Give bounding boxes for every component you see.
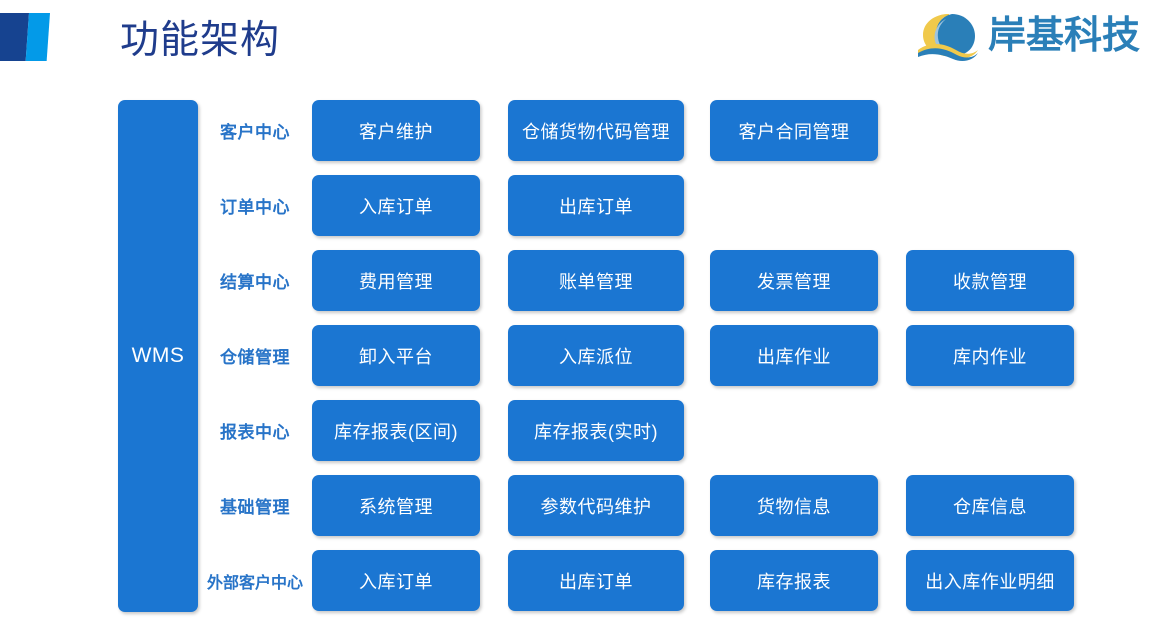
row-cells: 库存报表(区间) 库存报表(实时) — [312, 400, 1154, 461]
module-box[interactable]: 出库订单 — [508, 175, 684, 236]
row-label-customer-center: 客户中心 — [220, 123, 290, 142]
module-box[interactable]: 费用管理 — [312, 250, 480, 311]
module-box[interactable]: 入库订单 — [312, 550, 480, 611]
module-box[interactable]: 货物信息 — [710, 475, 878, 536]
module-row: 基础管理 系统管理 参数代码维护 货物信息 仓库信息 — [198, 475, 1154, 536]
module-box[interactable]: 入库派位 — [508, 325, 684, 386]
module-row: 报表中心 库存报表(区间) 库存报表(实时) — [198, 400, 1154, 461]
row-cells: 入库订单 出库订单 — [312, 175, 1154, 236]
row-label-warehouse-management: 仓储管理 — [220, 348, 290, 367]
module-box[interactable]: 客户维护 — [312, 100, 480, 161]
row-label-report-center: 报表中心 — [220, 423, 290, 442]
module-row: 客户中心 客户维护 仓储货物代码管理 客户合同管理 — [198, 100, 1154, 161]
logo-slab-light — [25, 13, 50, 61]
row-label-basic-management: 基础管理 — [220, 498, 290, 517]
logo-slab-dark — [0, 13, 30, 61]
module-box[interactable]: 库存报表(区间) — [312, 400, 480, 461]
row-label-order-center: 订单中心 — [220, 198, 290, 217]
row-cells: 客户维护 仓储货物代码管理 客户合同管理 — [312, 100, 1154, 161]
module-box[interactable]: 入库订单 — [312, 175, 480, 236]
brand-lockup: 岸基科技 — [916, 8, 1140, 64]
module-box[interactable]: 仓储货物代码管理 — [508, 100, 684, 161]
module-box[interactable]: 发票管理 — [710, 250, 878, 311]
module-box[interactable]: 仓库信息 — [906, 475, 1074, 536]
module-box[interactable]: 参数代码维护 — [508, 475, 684, 536]
module-box[interactable]: 库内作业 — [906, 325, 1074, 386]
module-box[interactable]: 出入库作业明细 — [906, 550, 1074, 611]
row-cells: 卸入平台 入库派位 出库作业 库内作业 — [312, 325, 1154, 386]
row-cells: 费用管理 账单管理 发票管理 收款管理 — [312, 250, 1154, 311]
module-box[interactable]: 卸入平台 — [312, 325, 480, 386]
module-box[interactable]: 出库作业 — [710, 325, 878, 386]
module-box[interactable]: 出库订单 — [508, 550, 684, 611]
module-box[interactable]: 客户合同管理 — [710, 100, 878, 161]
module-box[interactable]: 账单管理 — [508, 250, 684, 311]
row-label-external-customer-center: 外部客户中心 — [206, 574, 303, 592]
module-row: 订单中心 入库订单 出库订单 — [198, 175, 1154, 236]
module-box[interactable]: 收款管理 — [906, 250, 1074, 311]
wms-system-bar[interactable]: WMS — [118, 100, 198, 612]
wms-label: WMS — [131, 344, 185, 367]
wave-circle-emblem-icon — [917, 14, 978, 61]
row-cells: 系统管理 参数代码维护 货物信息 仓库信息 — [312, 475, 1154, 536]
brand-name: 岸基科技 — [987, 15, 1140, 57]
module-row: 仓储管理 卸入平台 入库派位 出库作业 库内作业 — [198, 325, 1154, 386]
row-label-settlement-center: 结算中心 — [220, 273, 290, 292]
page-header: 功能架构 岸基科技 — [0, 0, 1154, 88]
module-box[interactable]: 库存报表 — [710, 550, 878, 611]
module-box[interactable]: 库存报表(实时) — [508, 400, 684, 461]
function-architecture-diagram: WMS 客户中心 客户维护 仓储货物代码管理 客户合同管理 订单中心 入库订单 … — [0, 88, 1154, 621]
module-row: 结算中心 费用管理 账单管理 发票管理 收款管理 — [198, 250, 1154, 311]
module-box[interactable]: 系统管理 — [312, 475, 480, 536]
row-cells: 入库订单 出库订单 库存报表 出入库作业明细 — [312, 550, 1154, 611]
parallelogram-logo-icon — [0, 13, 50, 61]
page-title: 功能架构 — [120, 19, 281, 62]
module-row: 外部客户中心 入库订单 出库订单 库存报表 出入库作业明细 — [198, 550, 1154, 611]
